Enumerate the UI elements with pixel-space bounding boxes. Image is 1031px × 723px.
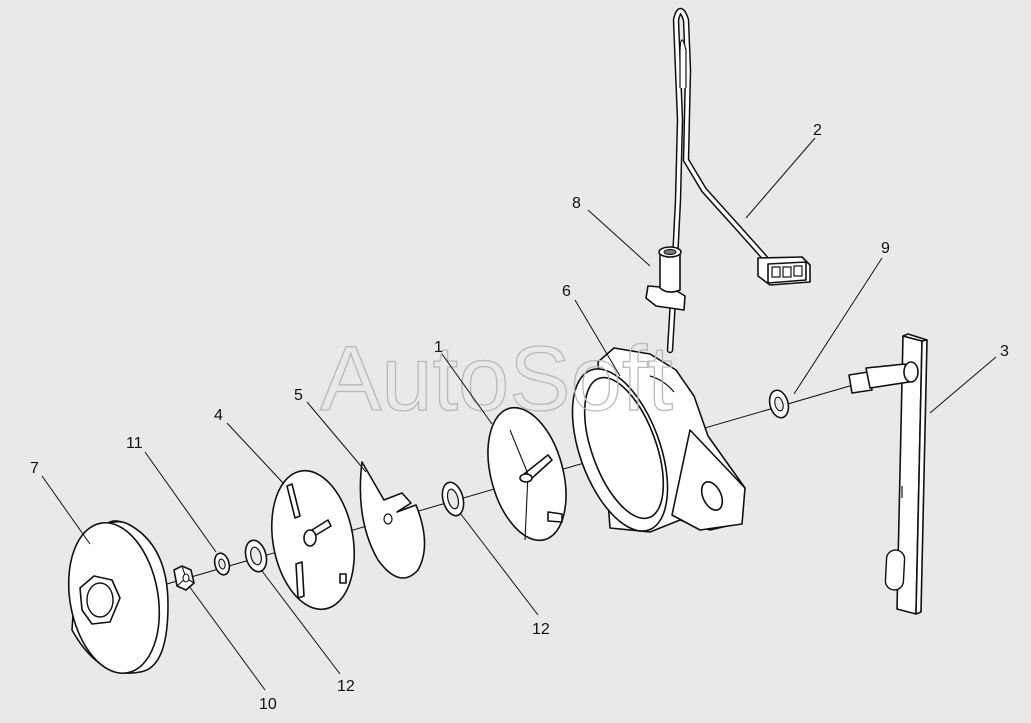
- label-7: 7: [30, 460, 39, 477]
- label-12-right: 12: [532, 621, 550, 638]
- leader-line-5: [306, 401, 367, 473]
- part-number-labels: 1 2 3 4 5 6 7 8 9 10 11 12 12: [30, 122, 1009, 713]
- rotor-disc-part-1: [487, 406, 567, 542]
- leader-line-1: [441, 353, 493, 425]
- label-9: 9: [881, 240, 890, 257]
- lock-washer-part-11: [213, 552, 231, 576]
- leader-line-6: [574, 299, 621, 377]
- label-12-left: 12: [337, 678, 355, 695]
- label-11: 11: [126, 435, 143, 452]
- wire-harness-part-2: [666, 7, 811, 354]
- label-5: 5: [294, 387, 303, 404]
- leader-line-8: [587, 209, 651, 267]
- label-2: 2: [813, 122, 822, 139]
- leader-line-7: [41, 475, 91, 545]
- nut-part-10: [173, 565, 195, 591]
- leader-line-10: [188, 585, 266, 691]
- autosoft-watermark: AutoSoft: [320, 328, 673, 430]
- stator-disc-part-4: [270, 469, 356, 611]
- leader-line-11: [144, 451, 217, 553]
- leader-line-12b: [459, 512, 539, 616]
- leader-line-3: [929, 356, 997, 414]
- label-8: 8: [572, 195, 581, 212]
- shutter-plate-part-5: [359, 461, 426, 579]
- grommet-part-8: [645, 246, 686, 311]
- label-4: 4: [214, 407, 223, 424]
- label-3: 3: [1000, 343, 1009, 360]
- leader-line-9: [793, 257, 883, 395]
- label-6: 6: [562, 283, 571, 300]
- housing-part-6: [571, 347, 746, 533]
- cover-cap-part-7: [67, 520, 169, 675]
- leader-line-2: [745, 137, 816, 219]
- leader-line-12a: [261, 570, 341, 675]
- label-1: 1: [434, 339, 443, 356]
- label-10: 10: [259, 696, 277, 713]
- leader-line-4: [226, 422, 285, 485]
- washer-part-12-right: [441, 481, 465, 517]
- washer-part-9: [768, 389, 790, 419]
- washer-part-12-left: [244, 539, 268, 573]
- lever-arm-part-3: [848, 333, 928, 615]
- leader-lines: [41, 137, 997, 691]
